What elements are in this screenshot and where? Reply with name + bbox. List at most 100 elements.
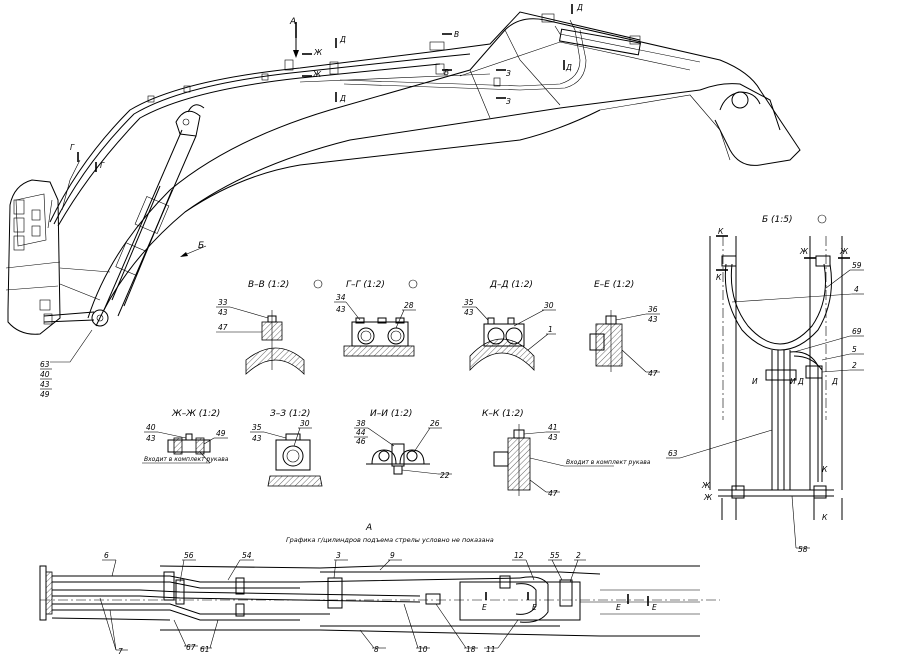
view-b: Б (1:5) К К Ж — [666, 214, 864, 554]
callout-a-11: 11 — [486, 645, 496, 654]
callout-dd-35: 35 — [464, 298, 474, 307]
b-mark-i-2: И — [790, 377, 796, 386]
callout-vv-33: 33 — [218, 298, 228, 307]
b-mark-k-1: К — [718, 227, 724, 236]
note-supplied-with-hose-2: Входит в комплект рукава — [566, 459, 651, 466]
mark-d-3: Д — [576, 3, 583, 12]
callout-b-4: 4 — [854, 285, 859, 294]
a-mark-e-4: Е — [652, 603, 657, 612]
callout-b-5: 5 — [852, 345, 857, 354]
callout-ee-43: 43 — [648, 315, 658, 324]
callout-b-69: 69 — [852, 327, 862, 336]
callout-a-54: 54 — [242, 551, 252, 560]
callout-kk-47: 47 — [548, 489, 558, 498]
callout-gg-34: 34 — [336, 293, 346, 302]
mark-d-2: Д — [339, 94, 346, 103]
view-a-caption: Графика г/цилиндров подъема стрелы услов… — [286, 536, 494, 544]
b-mark-zh-2: Ж — [839, 247, 849, 256]
callout-a-56: 56 — [184, 551, 194, 560]
a-mark-e-3: Е — [616, 603, 621, 612]
section-vv-title: В–В (1:2) — [248, 280, 289, 290]
callout-a-18: 18 — [466, 645, 476, 654]
callout-ii-38: 38 — [356, 419, 366, 428]
callout-63: 63 — [40, 360, 50, 369]
cab-outline — [5, 179, 111, 335]
b-mark-d-2: Д — [831, 377, 838, 386]
callout-a-2: 2 — [576, 551, 581, 560]
mark-d-4: Д — [565, 63, 572, 72]
callout-b-59: 59 — [852, 261, 862, 270]
mark-d-1: Д — [339, 35, 346, 44]
b-mark-zh-1: Ж — [799, 247, 809, 256]
section-kk-title: К–К (1:2) — [482, 409, 524, 419]
b-mark-d-1: Д — [797, 377, 804, 386]
section-gg: Г–Г (1:2) 34 43 28 — [334, 279, 418, 357]
callout-zhzh-49: 49 — [216, 429, 226, 438]
b-mark-zh-4: Ж — [703, 493, 713, 502]
view-b-title: Б (1:5) — [762, 215, 793, 225]
callout-b-2: 2 — [852, 361, 857, 370]
section-dd-title: Д–Д (1:2) — [489, 280, 533, 290]
section-ii: И–И (1:2) 38 44 46 26 22 — [354, 409, 452, 480]
callout-a-10: 10 — [418, 645, 428, 654]
main-callout-stack: 63 40 43 49 — [40, 329, 93, 399]
callout-zz-35: 35 — [252, 423, 262, 432]
mark-zh-2: Ж — [312, 70, 322, 79]
hose-lines — [47, 11, 642, 229]
main-section-marks: А Ж Ж Д Д В В З З Д Д Г Г — [70, 3, 583, 257]
a-mark-e-1: Е — [482, 603, 487, 612]
view-a-bottom: А Графика г/цилиндров подъема стрелы усл… — [39, 523, 720, 656]
callout-49: 49 — [40, 390, 50, 399]
a-mark-e-2: Е — [532, 603, 537, 612]
callout-vv-43: 43 — [218, 308, 228, 317]
mark-zh-1: Ж — [313, 48, 323, 57]
callout-a-8: 8 — [374, 645, 379, 654]
callout-zz-43: 43 — [252, 434, 262, 443]
callout-dd-1: 1 — [548, 325, 553, 334]
callout-ii-22: 22 — [440, 471, 450, 480]
callout-zz-30: 30 — [300, 419, 310, 428]
note-supplied-with-hose-1: Входит в комплект рукава — [144, 456, 229, 463]
callout-a-3: 3 — [336, 551, 341, 560]
callout-ee-47: 47 — [648, 369, 658, 378]
callout-zhzh-40: 40 — [146, 423, 156, 432]
callout-a-61: 61 — [200, 645, 210, 654]
mark-g-2: Г — [100, 161, 105, 170]
b-mark-zh-3: Ж — [701, 481, 711, 490]
callout-b-63: 63 — [668, 449, 678, 458]
callout-gg-28: 28 — [404, 301, 414, 310]
callout-40: 40 — [40, 370, 50, 379]
callout-ii-26: 26 — [430, 419, 440, 428]
callout-kk-41: 41 — [548, 423, 558, 432]
section-ii-title: И–И (1:2) — [370, 409, 412, 419]
callout-a-55: 55 — [550, 551, 560, 560]
mark-z-2: З — [506, 97, 511, 106]
callout-ii-46: 46 — [356, 437, 366, 446]
callout-zhzh-43: 43 — [146, 434, 156, 443]
callout-a-12: 12 — [514, 551, 524, 560]
view-a-arrow-label: А — [289, 17, 296, 27]
view-b-arrow-label: Б — [198, 241, 204, 251]
callout-vv-47: 47 — [218, 323, 228, 332]
callout-a-6: 6 — [104, 551, 109, 560]
section-zz-title: З–З (1:2) — [270, 409, 310, 419]
callout-dd-43: 43 — [464, 308, 474, 317]
callout-kk-43: 43 — [548, 433, 558, 442]
callout-a-7: 7 — [118, 647, 123, 656]
lift-cylinder — [43, 104, 205, 327]
section-dd: Д–Д (1:2) 35 43 30 1 — [462, 280, 556, 372]
callout-gg-43: 43 — [336, 305, 346, 314]
callout-b-58: 58 — [798, 545, 808, 554]
callout-a-9: 9 — [390, 551, 395, 560]
section-ee: Е–Е (1:2) 36 43 47 — [589, 280, 660, 378]
mark-z-1: З — [506, 69, 511, 78]
section-zz: З–З (1:2) 35 43 30 — [250, 409, 323, 487]
section-vv: В–В (1:2) 33 43 47 — [216, 279, 323, 375]
b-mark-k-2: К — [716, 273, 722, 282]
b-mark-i-1: И — [752, 377, 758, 386]
main-view-boom: А Ж Ж Д Д В В З З Д Д Г Г — [5, 3, 801, 399]
mark-v-2: В — [444, 68, 449, 77]
section-ee-title: Е–Е (1:2) — [594, 280, 634, 290]
callout-a-67: 67 — [186, 643, 196, 652]
